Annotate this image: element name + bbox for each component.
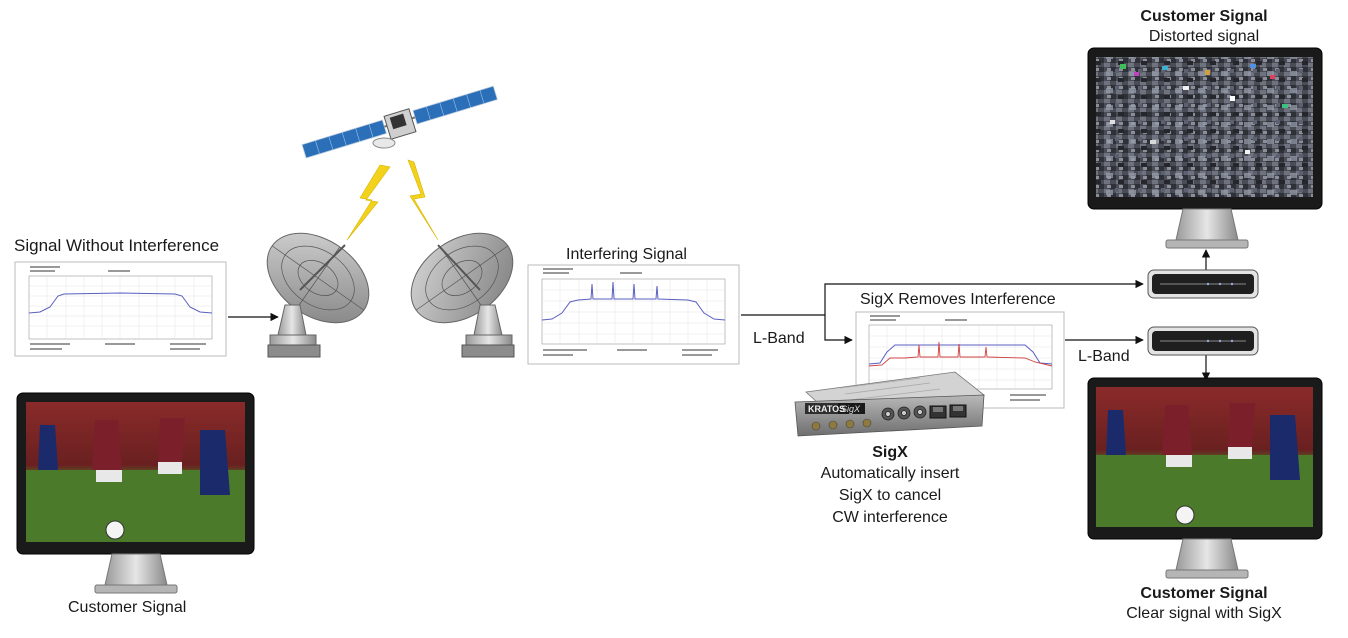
receiver-box-icon-top xyxy=(1147,269,1259,299)
routing-lines xyxy=(741,249,1211,381)
dish-antenna-icon-downlink xyxy=(410,232,515,358)
l-band-label-2: L-Band xyxy=(1078,348,1130,365)
dish-antenna-icon-uplink xyxy=(266,232,370,358)
monitor-icon-clear xyxy=(1087,377,1323,579)
interfering-signal-label: Interfering Signal xyxy=(566,246,687,263)
customer-signal-left-label: Customer Signal xyxy=(68,599,187,616)
sigx-desc-line-3: CW interference xyxy=(832,509,948,526)
signal-without-interference-label: Signal Without Interference xyxy=(14,236,220,255)
sigx-desc-line-1: Automatically insert xyxy=(820,465,960,482)
spectrum-display-clean xyxy=(14,261,227,357)
receiver-box-icon-bottom xyxy=(1147,326,1259,356)
l-band-label-1: L-Band xyxy=(753,330,805,347)
customer-signal-top-title: Customer Signal xyxy=(1140,8,1268,25)
monitor-icon-distorted xyxy=(1087,47,1323,249)
sigx-caption: SigX Automatically insert SigX to cancel… xyxy=(780,442,1000,529)
customer-signal-bottom-title: Customer Signal xyxy=(1140,585,1268,602)
sigx-desc-line-2: SigX to cancel xyxy=(838,487,942,504)
lightning-icon-downlink xyxy=(407,159,439,241)
customer-signal-top-sub: Distorted signal xyxy=(1148,28,1260,45)
monitor-icon-left xyxy=(16,392,255,594)
customer-signal-top-caption: Customer Signal Distorted signal xyxy=(1100,7,1308,47)
spectrum-display-interfering xyxy=(527,264,740,365)
lightning-icon-uplink xyxy=(346,164,391,241)
customer-signal-bottom-sub: Clear signal with SigX xyxy=(1126,605,1282,622)
device-brand-text: KRATOS xyxy=(808,404,845,414)
sigx-removes-interference-label: SigX Removes Interference xyxy=(860,291,1056,308)
sigx-title: SigX xyxy=(872,444,908,461)
sigx-device-icon xyxy=(794,371,985,437)
satellite-icon xyxy=(301,85,498,159)
customer-signal-bottom-caption: Customer Signal Clear signal with SigX xyxy=(1090,584,1318,624)
device-model-text: SigX xyxy=(841,404,861,414)
